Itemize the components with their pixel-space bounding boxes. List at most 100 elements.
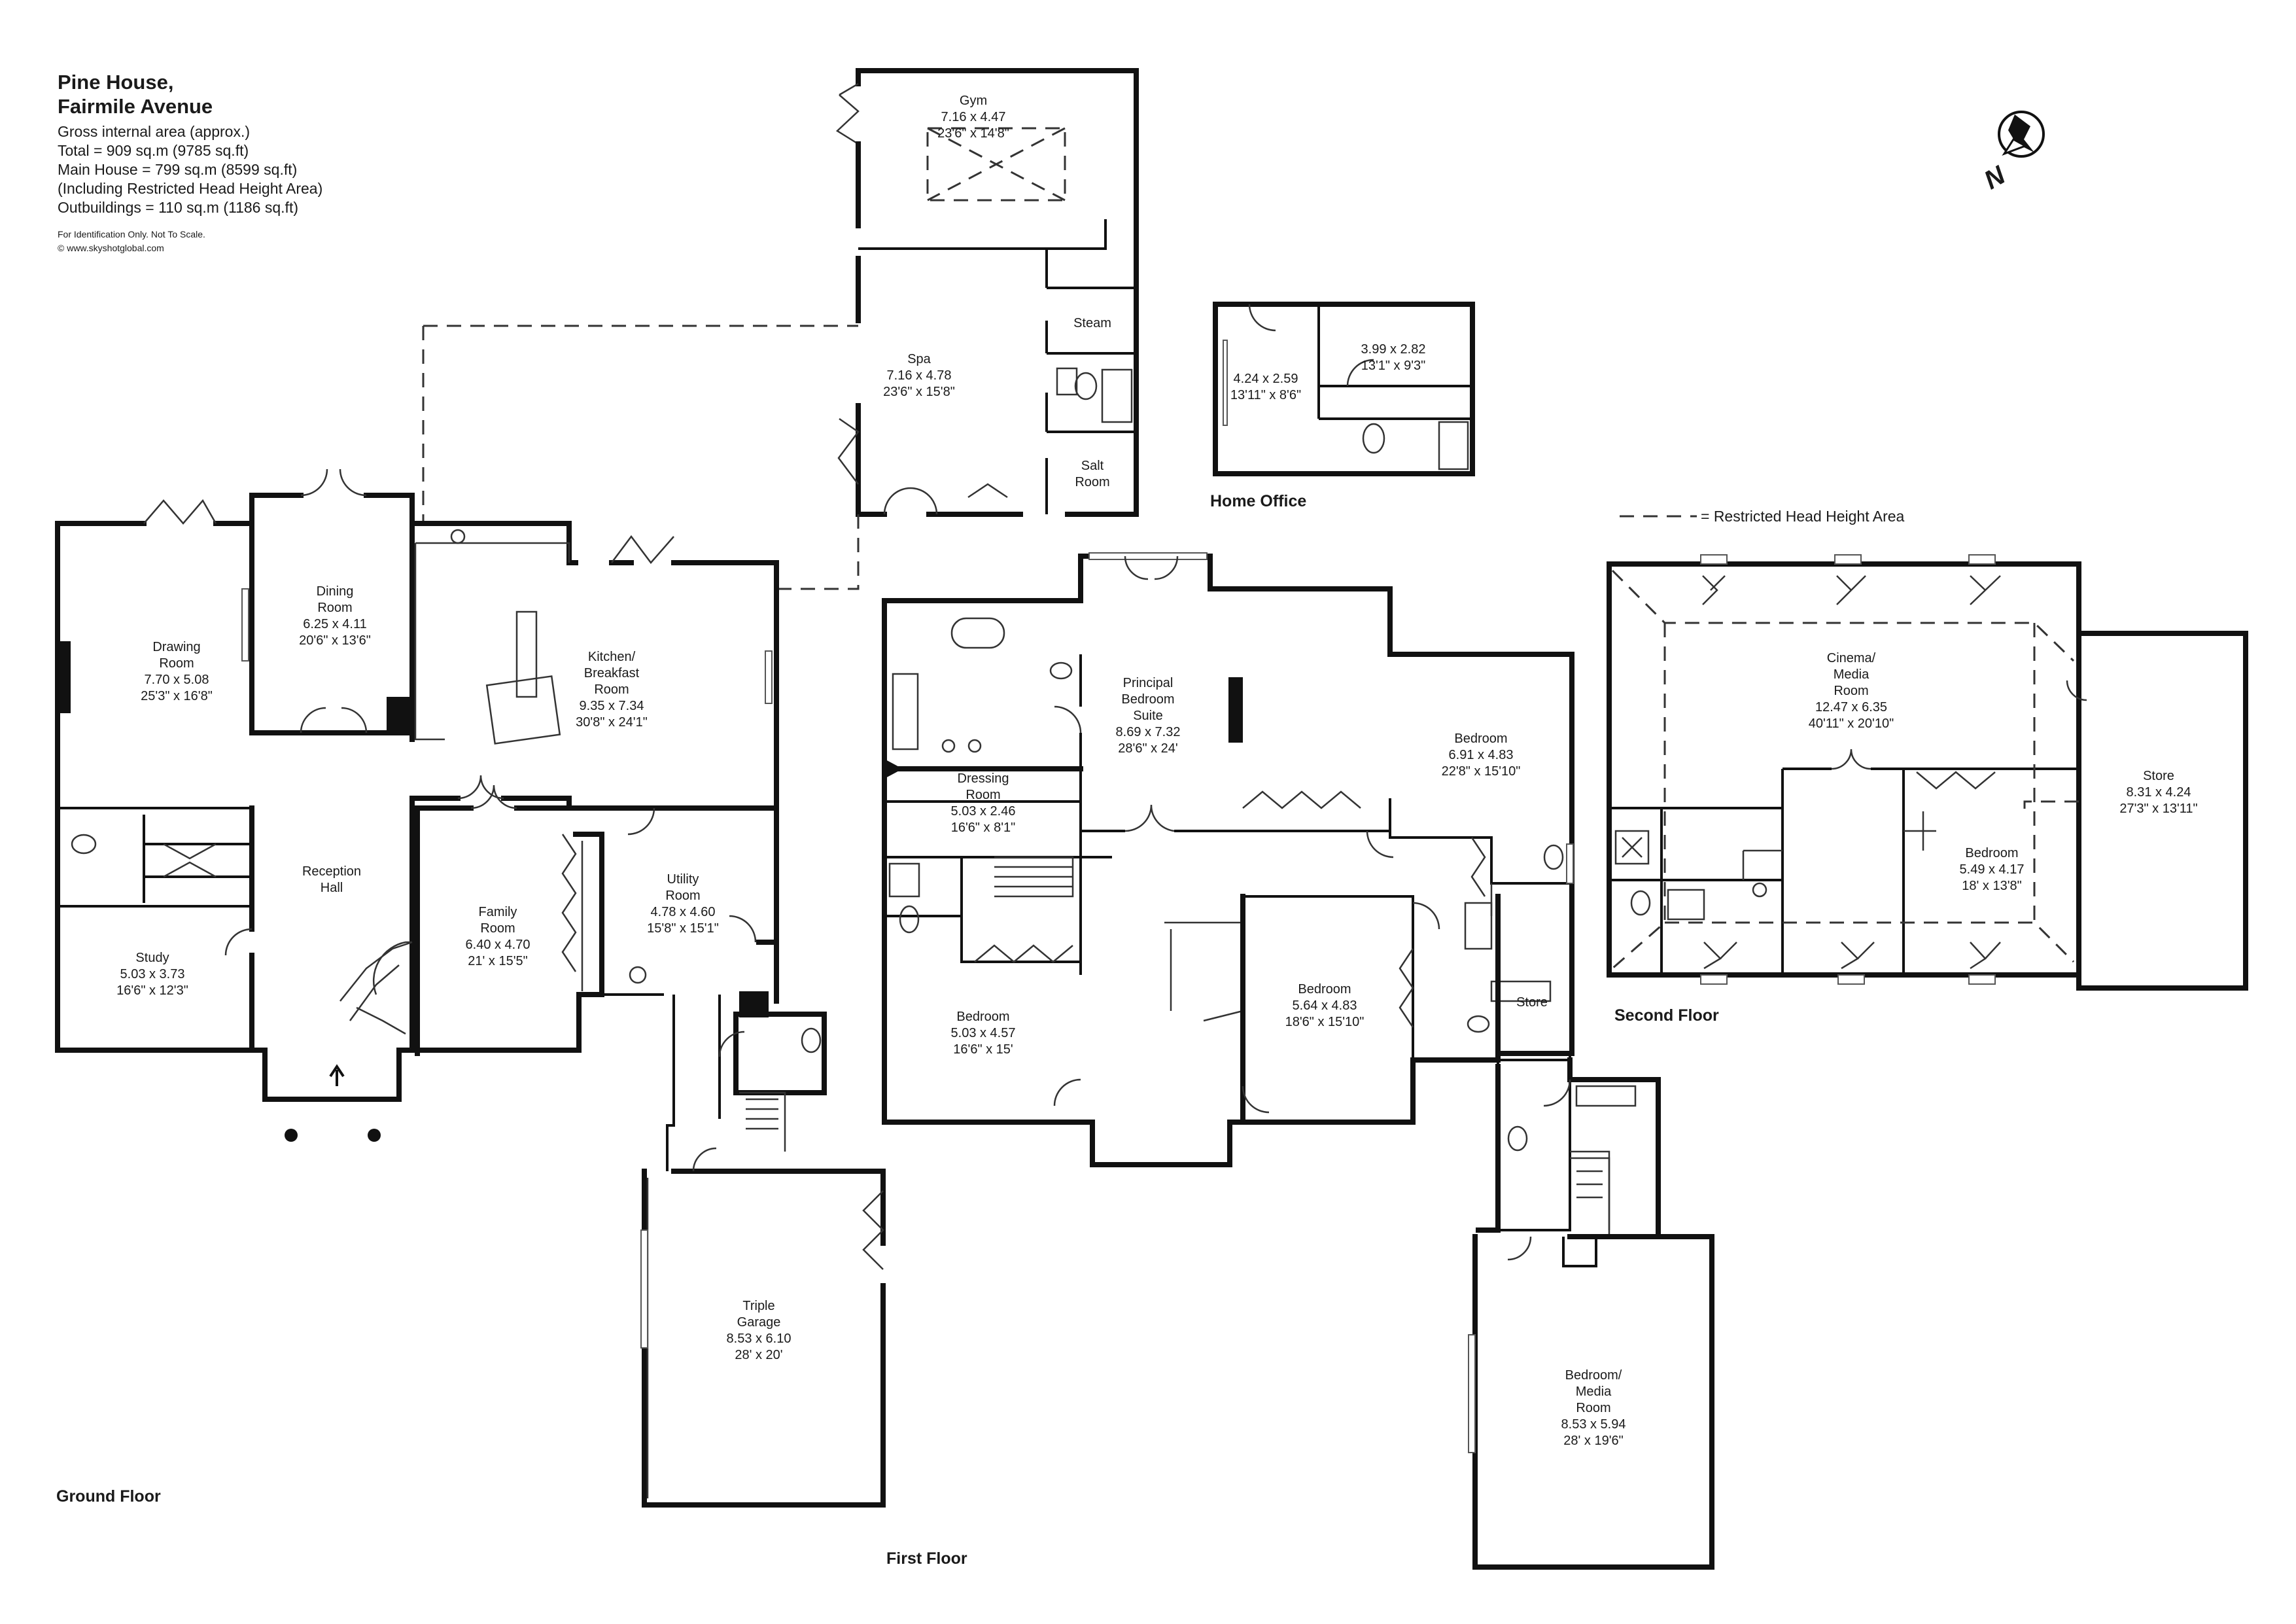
room-metric: 5.03 x 4.57 [951, 1026, 1016, 1040]
bath-icon [1575, 1085, 1637, 1107]
room-imperial: 30'8" x 24'1" [576, 715, 648, 730]
room-name: Bedroom [1298, 982, 1351, 997]
shower-icon [888, 862, 920, 898]
north-compass-icon: N [1979, 111, 2045, 195]
room-metric: 5.03 x 3.73 [120, 967, 185, 981]
room-name: Room [1075, 475, 1109, 489]
bollard-icon [285, 1129, 298, 1142]
staircase-icon [994, 856, 1074, 898]
room-name: Kitchen/ [588, 650, 636, 664]
room-metric: 9.35 x 7.34 [580, 699, 644, 713]
room-metric: 5.03 x 2.46 [951, 804, 1016, 819]
room-name: Room [965, 788, 1000, 802]
bollard-icon [368, 1129, 381, 1142]
room-imperial: 28' x 19'6" [1563, 1434, 1623, 1448]
room-name: Reception [302, 864, 361, 879]
room-metric: 8.53 x 6.10 [727, 1332, 791, 1346]
bath-icon [892, 673, 919, 750]
wc-icon [1630, 890, 1651, 916]
area-line: Main House = 799 sq.m (8599 sq.ft) [58, 161, 297, 178]
wc-icon [71, 834, 97, 855]
room-name: Room [480, 921, 515, 936]
room-metric: 12.47 x 6.35 [1815, 700, 1887, 715]
room-imperial: 18'6" x 15'10" [1285, 1015, 1365, 1029]
hob-icon [450, 529, 466, 544]
room-name: Salt [1081, 459, 1104, 473]
restricted-area-ground [422, 325, 860, 590]
room-imperial: 18' x 13'8" [1962, 879, 2021, 893]
wc-icon [1056, 367, 1078, 396]
room-name: Room [317, 601, 352, 615]
restricted-area-second [1611, 569, 2075, 970]
room-imperial: 22'8" x 15'10" [1442, 764, 1521, 779]
room-name: Dining [317, 584, 354, 599]
room-metric: 4.24 x 2.59 [1234, 372, 1298, 386]
north-label: N [1979, 160, 2011, 195]
bath-icon [1490, 980, 1552, 1002]
wc-icon [801, 1027, 822, 1053]
wc-icon [1362, 423, 1385, 454]
second-floor-label: Second Floor [1614, 1006, 1719, 1025]
room-name: Bedroom/ [1565, 1368, 1622, 1383]
staircase-icon [356, 941, 412, 1035]
room-metric: 7.16 x 4.78 [887, 368, 952, 383]
freestanding-bath-icon [950, 617, 1005, 649]
room-imperial: 16'6" x 15' [953, 1042, 1013, 1057]
room-name: Family [479, 905, 517, 919]
room-imperial: 16'6" x 12'3" [116, 983, 188, 998]
area-line: (Including Restricted Head Height Area) [58, 180, 322, 197]
room-name: Room [159, 656, 194, 671]
room-name: Room [1834, 684, 1868, 698]
room-metric: 6.91 x 4.83 [1449, 748, 1514, 762]
restricted-area-gym [926, 127, 1066, 202]
area-line: Outbuildings = 110 sq.m (1186 sq.ft) [58, 199, 298, 216]
room-imperial: 28' x 20' [735, 1348, 782, 1362]
room-imperial: 13'1" x 9'3" [1361, 359, 1426, 373]
room-metric: 7.70 x 5.08 [145, 673, 209, 687]
staircase-icon [1742, 849, 1783, 880]
room-name: Suite [1133, 709, 1163, 723]
room-name: Store [1516, 995, 1548, 1010]
shower-icon [1101, 368, 1133, 423]
room-name: Breakfast [584, 666, 640, 680]
room-imperial: 40'11" x 20'10" [1809, 716, 1894, 731]
room-metric: 5.49 x 4.17 [1960, 862, 2025, 877]
room-metric: 8.53 x 5.94 [1561, 1417, 1626, 1432]
staircase-icon [1570, 1157, 1610, 1230]
wc-icon [1507, 1125, 1528, 1152]
room-name: Cinema/ [1827, 651, 1876, 665]
entrance-arrow-icon [329, 1064, 345, 1086]
room-imperial: 23'6" x 14'8" [937, 126, 1009, 141]
wc-icon [899, 905, 920, 934]
first-floor-label: First Floor [886, 1549, 967, 1568]
shower-icon [1667, 889, 1705, 921]
copyright: © www.skyshotglobal.com [58, 243, 164, 253]
room-metric: 3.99 x 2.82 [1361, 342, 1426, 357]
room-name: Media [1834, 667, 1870, 682]
room-name: Room [665, 889, 700, 903]
area-line: Total = 909 sq.m (9785 sq.ft) [58, 142, 249, 159]
room-imperial: 20'6" x 13'6" [299, 633, 371, 648]
room-name: Room [1576, 1401, 1610, 1415]
